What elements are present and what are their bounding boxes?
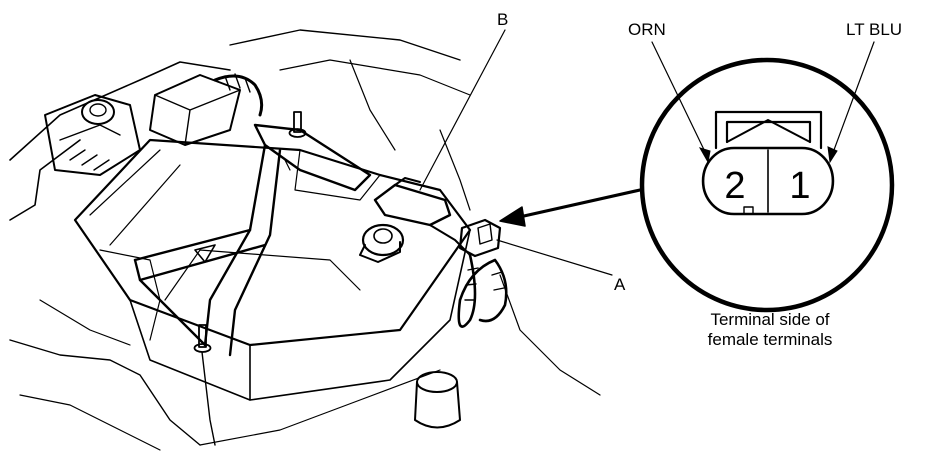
wire-orn-label: ORN (628, 20, 666, 39)
magnify-arrow (499, 188, 642, 227)
callout-a-label: A (614, 275, 626, 294)
pin-1-label: 1 (789, 165, 810, 207)
callout-a: A (496, 239, 626, 294)
callout-b: B (419, 10, 508, 191)
connector-detail: 2 1 ORN LT BLU (628, 20, 902, 313)
engine-bay-illustration (9, 29, 601, 451)
connector-body (701, 146, 835, 216)
connector-caption: Terminal side of female terminals (660, 310, 880, 350)
wire-lt-blu-label: LT BLU (846, 20, 902, 39)
callout-b-label: B (497, 10, 508, 29)
pin-2-label: 2 (724, 165, 745, 207)
caption-line-1: Terminal side of (710, 310, 830, 329)
caption-line-2: female terminals (707, 330, 833, 349)
detail-circle (639, 57, 895, 313)
